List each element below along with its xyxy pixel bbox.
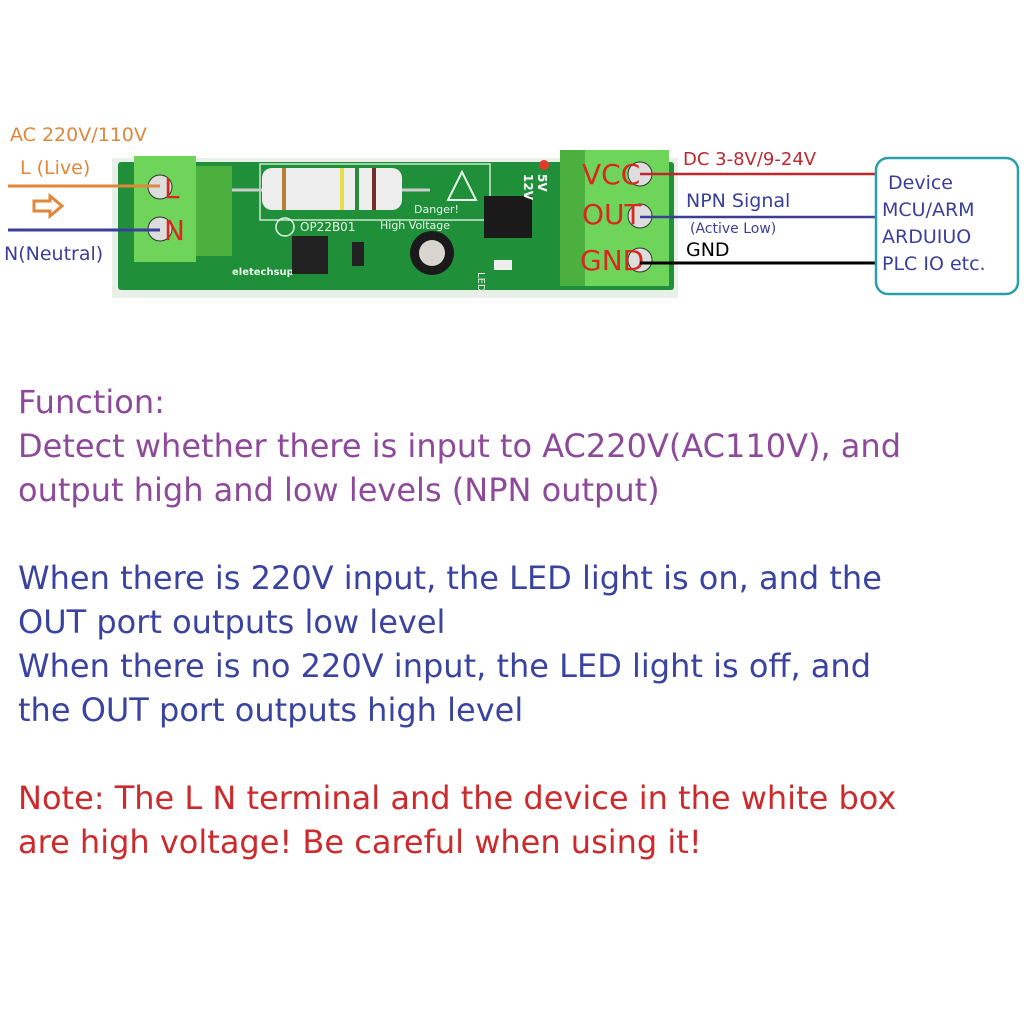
- ac-voltage-label: AC 220V/110V: [10, 124, 147, 146]
- terminal-l-label: L: [164, 172, 180, 205]
- board-warning-text: Danger!: [414, 203, 459, 216]
- board-warning-text-2: High Voltage: [380, 219, 450, 232]
- device-line: Device: [888, 172, 953, 194]
- pcb-board: [118, 162, 674, 290]
- jumper-5v-dot: [539, 160, 549, 170]
- out-wire-label: NPN Signal: [686, 190, 791, 212]
- behavior-section: When there is 220V input, the LED light …: [18, 556, 882, 732]
- neutral-label: N(Neutral): [4, 243, 104, 265]
- arrow-right-icon: [32, 192, 65, 220]
- function-section: Function: Detect whether there is input …: [18, 380, 901, 512]
- device-box: [874, 156, 1020, 296]
- ac-terminal-block: [134, 156, 232, 262]
- note-line: are high voltage! Be careful when using …: [18, 823, 702, 861]
- board-brand: eletechsup: [232, 267, 294, 278]
- function-heading: Function:: [18, 383, 165, 421]
- behavior-line: When there is no 220V input, the LED lig…: [18, 647, 871, 685]
- terminal-gnd-label: GND: [580, 244, 644, 277]
- led-silk: LED: [475, 272, 486, 292]
- terminal-out-label: OUT: [582, 198, 643, 231]
- power-resistor: [232, 168, 430, 210]
- device-line: PLC IO etc.: [882, 253, 986, 275]
- bridge-rectifier-chip: [292, 236, 328, 274]
- high-voltage-warning-icon: [446, 169, 478, 201]
- live-label: L (Live): [20, 157, 91, 179]
- jumper-12v-label: 12V: [521, 174, 535, 201]
- terminal-vcc-label: VCC: [582, 158, 640, 191]
- optocoupler-chip: [484, 196, 532, 238]
- behavior-line: OUT port outputs low level: [18, 603, 446, 641]
- note-line: Note: The L N terminal and the device in…: [18, 779, 897, 817]
- behavior-line: the OUT port outputs high level: [18, 691, 524, 729]
- function-line: output high and low levels (NPN output): [18, 471, 660, 509]
- behavior-line: When there is 220V input, the LED light …: [18, 559, 882, 597]
- function-line: Detect whether there is input to AC220V(…: [18, 427, 901, 465]
- dc-terminal-block: [560, 150, 669, 286]
- note-section: Note: The L N terminal and the device in…: [18, 776, 896, 864]
- terminal-n-label: N: [164, 214, 185, 247]
- vcc-wire-label: DC 3-8V/9-24V: [683, 149, 817, 170]
- diode: [352, 242, 364, 266]
- no-dispose-icon: [275, 217, 295, 237]
- device-box-text: Device MCU/ARM ARDUIUO PLC IO etc.: [882, 170, 986, 278]
- board-model: OP22B01: [300, 220, 355, 234]
- gnd-wire-label: GND: [686, 239, 730, 261]
- status-led: [494, 260, 512, 270]
- device-line: ARDUIUO: [882, 226, 972, 248]
- jumper-5v-label: 5V: [535, 174, 549, 192]
- module-wiring-diagram: Danger! High Voltage OP22B01 eletechsup …: [8, 150, 1020, 298]
- out-wire-sublabel: (Active Low): [690, 221, 777, 237]
- device-line: MCU/ARM: [882, 199, 975, 221]
